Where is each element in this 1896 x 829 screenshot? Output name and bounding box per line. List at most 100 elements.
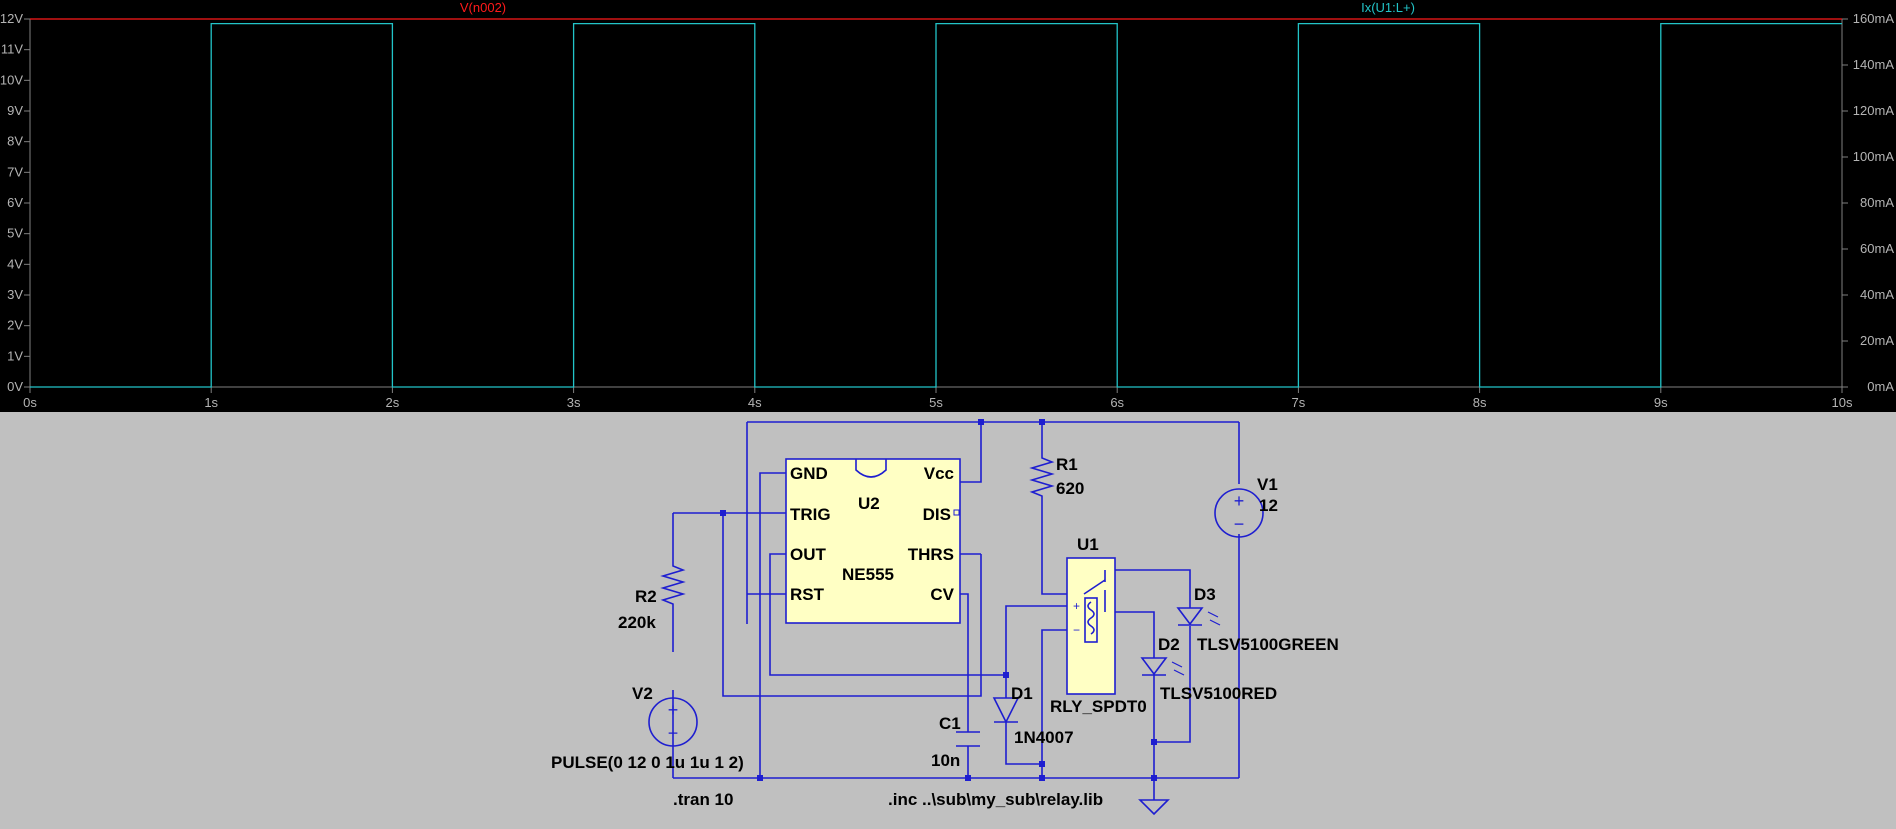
right-axis-tick-label: 120mA xyxy=(1853,103,1895,118)
tran-directive[interactable]: .tran 10 xyxy=(673,790,733,809)
relay-coil-minus: − xyxy=(1073,623,1080,637)
pin-vcc: Vcc xyxy=(924,464,954,483)
junction xyxy=(1003,672,1009,678)
d3-light-icon xyxy=(1207,611,1221,626)
right-axis-tick-label: 140mA xyxy=(1853,57,1895,72)
d3-value: TLSV5100GREEN xyxy=(1197,635,1339,654)
left-axis-tick-label: 11V xyxy=(1,42,23,57)
junction xyxy=(757,775,763,781)
x-axis-tick-label: 0s xyxy=(23,395,37,410)
dis-pin-marker xyxy=(953,509,960,516)
u1-value: RLY_SPDT0 xyxy=(1050,697,1147,716)
right-axis-tick-label: 160mA xyxy=(1853,11,1895,26)
junction xyxy=(1039,761,1045,767)
d3-ref: D3 xyxy=(1194,585,1216,604)
pin-gnd: GND xyxy=(790,464,828,483)
v1-symbol[interactable] xyxy=(1214,488,1264,538)
wire-nc-d3[interactable] xyxy=(1105,569,1191,608)
right-axis-tick-label: 60mA xyxy=(1860,241,1894,256)
x-axis-tick-label: 7s xyxy=(1292,395,1306,410)
d2-value: TLSV5100RED xyxy=(1160,684,1277,703)
ne555-body[interactable] xyxy=(785,458,961,624)
junction xyxy=(1151,739,1157,745)
wire-trig-loop[interactable] xyxy=(673,512,982,697)
wire-d3-out[interactable] xyxy=(1154,626,1191,743)
trace-ix-u1[interactable] xyxy=(30,22,1842,388)
v2-source[interactable]: + − V2 PULSE(0 12 0 1u 1u 1 2) xyxy=(551,684,744,772)
wire-no-d2[interactable] xyxy=(1105,611,1155,658)
left-axis-tick-label: 8V xyxy=(7,134,23,149)
d2-led[interactable]: D2 TLSV5100RED xyxy=(1140,635,1277,703)
v1-minus: − xyxy=(1234,514,1245,534)
wire-coil-minus[interactable] xyxy=(1041,629,1072,764)
x-axis-tick-label: 3s xyxy=(567,395,581,410)
c1-ref: C1 xyxy=(939,714,961,733)
schematic-editor[interactable]: GND TRIG OUT RST Vcc DIS THRS CV U2 NE55… xyxy=(0,412,1896,824)
right-axis-tick-label: 20mA xyxy=(1860,333,1894,348)
left-axis-tick-label: 1V xyxy=(7,348,23,363)
relay-coil-plus: + xyxy=(1073,599,1080,613)
wires[interactable] xyxy=(672,421,1240,800)
trace-label-ix-u1[interactable]: Ix(U1:L+) xyxy=(1361,0,1415,15)
v1-source[interactable]: + − V1 12 xyxy=(1214,475,1278,538)
d1-diode[interactable]: D1 1N4007 xyxy=(992,684,1074,747)
u1-relay[interactable]: + − U1 RLY_SPDT0 xyxy=(1050,535,1147,716)
wire-out[interactable] xyxy=(769,553,1006,676)
d1-value: 1N4007 xyxy=(1014,728,1074,747)
wire-gnd[interactable] xyxy=(759,472,786,778)
x-axis-tick-label: 9s xyxy=(1654,395,1668,410)
r1-symbol[interactable] xyxy=(1029,450,1055,504)
left-axis-tick-label: 6V xyxy=(7,195,23,210)
schematic-canvas[interactable]: GND TRIG OUT RST Vcc DIS THRS CV U2 NE55… xyxy=(0,412,1896,824)
d3-symbol[interactable] xyxy=(1176,607,1204,626)
wire-d1-cathode[interactable] xyxy=(1005,722,1042,765)
ne555-notch xyxy=(855,459,887,478)
wire-vcc[interactable] xyxy=(960,422,982,483)
left-axis-tick-label: 2V xyxy=(7,318,23,333)
left-axis-tick-label: 9V xyxy=(7,103,23,118)
r2-resistor[interactable]: R2 220k xyxy=(618,558,686,632)
r2-ref: R2 xyxy=(635,587,657,606)
u2-ne555[interactable]: GND TRIG OUT RST Vcc DIS THRS CV U2 NE55… xyxy=(785,458,961,624)
pin-dis: DIS xyxy=(923,505,951,524)
junction xyxy=(1039,419,1045,425)
wire-d1-top[interactable] xyxy=(1005,605,1072,675)
v2-plus: + xyxy=(668,700,679,720)
junction xyxy=(978,419,984,425)
v1-value: 12 xyxy=(1259,496,1278,515)
x-axis-tick-label: 6s xyxy=(1110,395,1124,410)
v2-symbol[interactable] xyxy=(648,697,698,747)
v1-ref: V1 xyxy=(1257,475,1278,494)
trace-label-vn002[interactable]: V(n002) xyxy=(460,0,506,15)
pin-thrs: THRS xyxy=(908,545,954,564)
junctions xyxy=(720,419,1157,781)
d1-symbol[interactable] xyxy=(992,697,1020,724)
v1-plus: + xyxy=(1234,491,1245,511)
wire-cv[interactable] xyxy=(960,593,969,732)
x-axis-tick-label: 4s xyxy=(748,395,762,410)
junction xyxy=(965,775,971,781)
relay-coil-icon xyxy=(1087,601,1095,635)
r1-resistor[interactable]: R1 620 xyxy=(1029,450,1084,504)
relay-coil-box xyxy=(1084,597,1098,643)
c1-capacitor[interactable]: C1 10n xyxy=(931,714,980,770)
junction xyxy=(720,510,726,516)
r1-ref: R1 xyxy=(1056,455,1078,474)
u2-ref: U2 xyxy=(858,494,880,513)
inc-directive[interactable]: .inc ..\sub\my_sub\relay.lib xyxy=(888,790,1103,809)
left-axis-tick-label: 12V xyxy=(0,11,23,26)
d1-ref: D1 xyxy=(1011,684,1033,703)
right-axis-tick-label: 0mA xyxy=(1867,379,1894,394)
left-axis-tick-label: 4V xyxy=(7,256,23,271)
junction xyxy=(1151,775,1157,781)
d3-led[interactable]: D3 TLSV5100GREEN xyxy=(1176,585,1339,654)
d2-symbol[interactable] xyxy=(1140,657,1168,676)
relay-switch-arm xyxy=(1083,579,1106,595)
ground-icon[interactable] xyxy=(1138,799,1170,816)
right-axis-tick-label: 80mA xyxy=(1860,195,1894,210)
r2-symbol[interactable] xyxy=(660,558,686,612)
pin-rst: RST xyxy=(790,585,825,604)
x-axis-tick-label: 5s xyxy=(929,395,943,410)
